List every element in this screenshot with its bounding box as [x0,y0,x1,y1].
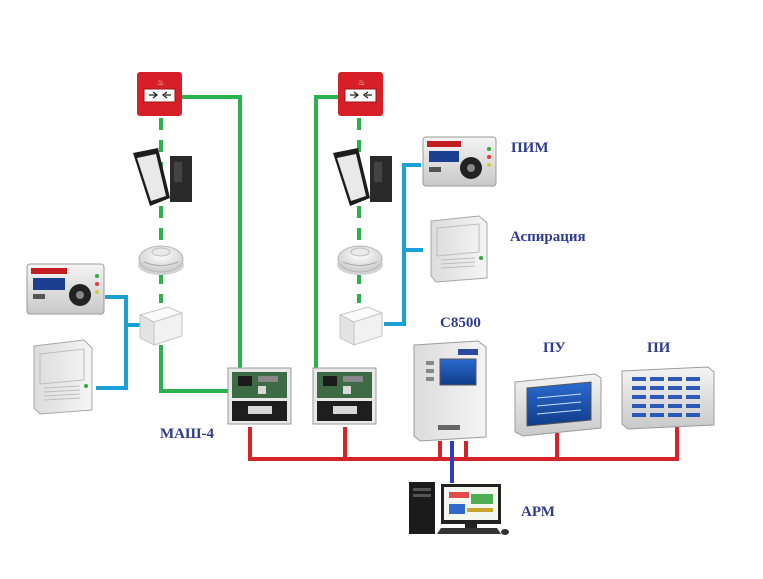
smoke-detector-icon [337,245,383,275]
pim-display-icon [422,136,497,187]
pu-panel-icon [514,373,602,437]
label-arm: АРМ [521,504,555,520]
manual-call-point-icon: ♨ [137,72,182,116]
mash4-board-icon [312,367,377,425]
svg-text:♨: ♨ [358,78,365,87]
blue-branch-right [384,163,423,326]
label-pu: ПУ [543,340,566,356]
blue-branch-left [96,295,142,390]
red-bus [248,427,679,461]
label-aspiration: Аспирация [510,229,586,245]
c8500-cabinet-icon [413,340,487,442]
svg-text:♨: ♨ [157,78,164,87]
smoke-detector-icon [138,245,184,275]
arm-workstation-icon [409,482,509,535]
label-pi: ПИ [647,340,671,356]
label-pim: ПИМ [511,140,549,156]
manual-call-point-icon: ♨ [338,72,383,116]
interface-module-icon [338,306,384,346]
pi-panel-icon [621,366,715,430]
beam-detector-icon [333,148,392,206]
aspiration-unit-icon [430,215,488,283]
interface-module-icon [138,306,184,346]
pim-display-icon [26,263,105,315]
beam-detector-icon [133,148,192,206]
green-loop-left [159,95,242,393]
label-mash4: МАШ-4 [160,426,214,442]
mash4-board-icon [227,367,292,425]
label-c8500: C8500 [440,315,481,331]
aspiration-unit-icon [33,339,93,415]
